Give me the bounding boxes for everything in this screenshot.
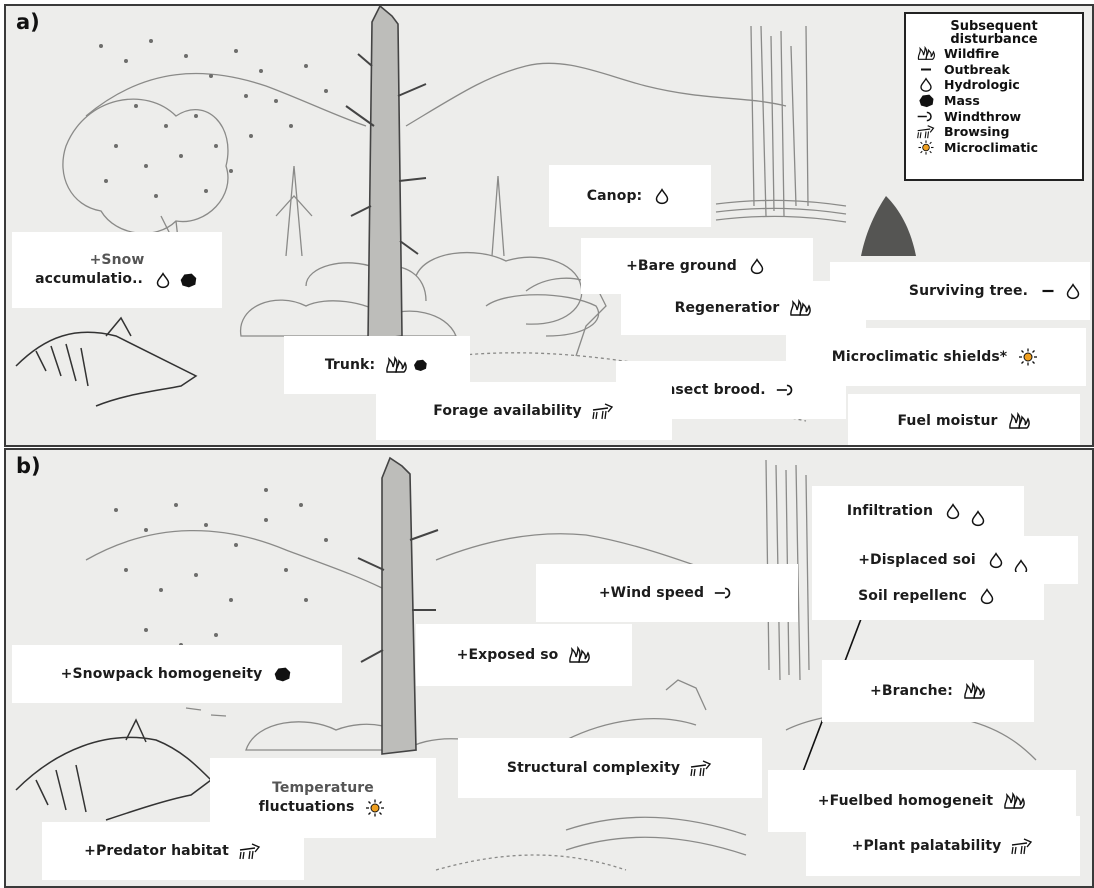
hydrologic-icon xyxy=(985,551,1007,569)
browsing-icon xyxy=(689,759,713,777)
mass-icon xyxy=(914,93,938,108)
legend-item-mass: Mass xyxy=(906,93,1082,109)
label-predator-habitat: +Predator habitat xyxy=(42,822,304,880)
label-structural-complexity: Structural complexity xyxy=(458,738,762,798)
browsing-icon xyxy=(591,402,615,420)
label-forage-availability: Forage availability xyxy=(376,382,672,440)
legend-item-wildfire: Wildfire xyxy=(906,46,1082,62)
hydrologic-icon xyxy=(914,77,938,92)
mass-icon xyxy=(411,356,429,374)
label-infiltration: Infiltration xyxy=(812,486,1024,536)
microclimatic-icon xyxy=(914,140,938,155)
panel-b: b) Infiltration +Displaced soi Soil repe… xyxy=(4,448,1094,888)
browsing-icon xyxy=(1010,837,1034,855)
wildfire-icon xyxy=(788,299,812,317)
label-exposed-soil: +Exposed so xyxy=(416,624,632,686)
label-canopy: Canop: xyxy=(549,165,711,227)
outbreak-icon xyxy=(914,62,938,77)
label-wind-speed: +Wind speed xyxy=(536,564,798,622)
browsing-icon xyxy=(238,842,262,860)
label-soil-repellency: Soil repellenc xyxy=(812,572,1044,620)
windthrow-icon xyxy=(713,584,735,602)
label-snowpack-homogeneity: +Snowpack homogeneity xyxy=(12,645,342,703)
windthrow-icon xyxy=(775,381,797,399)
label-snow-accumulation: +Snow accumulatio.. xyxy=(12,232,222,308)
label-fuel-moisture: Fuel moistur xyxy=(848,394,1080,447)
hydrologic-icon xyxy=(967,509,989,527)
label-branches: +Branche: xyxy=(822,660,1034,722)
wildfire-icon xyxy=(567,646,591,664)
legend: Subsequent disturbance Wildfire Outbreak… xyxy=(904,12,1084,181)
panel-a-label: a) xyxy=(16,10,40,34)
hydrologic-icon xyxy=(651,187,673,205)
hydrologic-icon xyxy=(152,271,174,289)
microclimatic-icon xyxy=(363,799,387,817)
mass-icon xyxy=(177,271,199,289)
hydrologic-icon xyxy=(1062,282,1084,300)
label-surviving-trees: Surviving tree. xyxy=(830,262,1090,320)
hydrologic-icon xyxy=(942,502,964,520)
mass-icon xyxy=(271,665,293,683)
legend-item-outbreak: Outbreak xyxy=(906,62,1082,78)
legend-title: Subsequent disturbance xyxy=(906,20,1082,46)
panel-a: a) Subsequent disturbance Wildfire Outbr… xyxy=(4,4,1094,447)
legend-item-microclimatic: Microclimatic xyxy=(906,140,1082,156)
hydrologic-icon xyxy=(976,587,998,605)
browsing-icon xyxy=(914,124,938,139)
legend-item-browsing: Browsing xyxy=(906,124,1082,140)
wildfire-icon xyxy=(1007,412,1031,430)
microclimatic-icon xyxy=(1016,348,1040,366)
wildfire-icon xyxy=(384,356,408,374)
outbreak-icon xyxy=(1037,282,1059,300)
legend-item-hydrologic: Hydrologic xyxy=(906,77,1082,93)
windthrow-icon xyxy=(914,109,938,124)
hydrologic-icon xyxy=(746,257,768,275)
wildfire-icon xyxy=(1002,792,1026,810)
wildfire-icon xyxy=(914,46,938,61)
panel-b-label: b) xyxy=(16,454,41,478)
wildfire-icon xyxy=(962,682,986,700)
legend-item-windthrow: Windthrow xyxy=(906,108,1082,124)
label-plant-palatability: +Plant palatability xyxy=(806,816,1080,876)
